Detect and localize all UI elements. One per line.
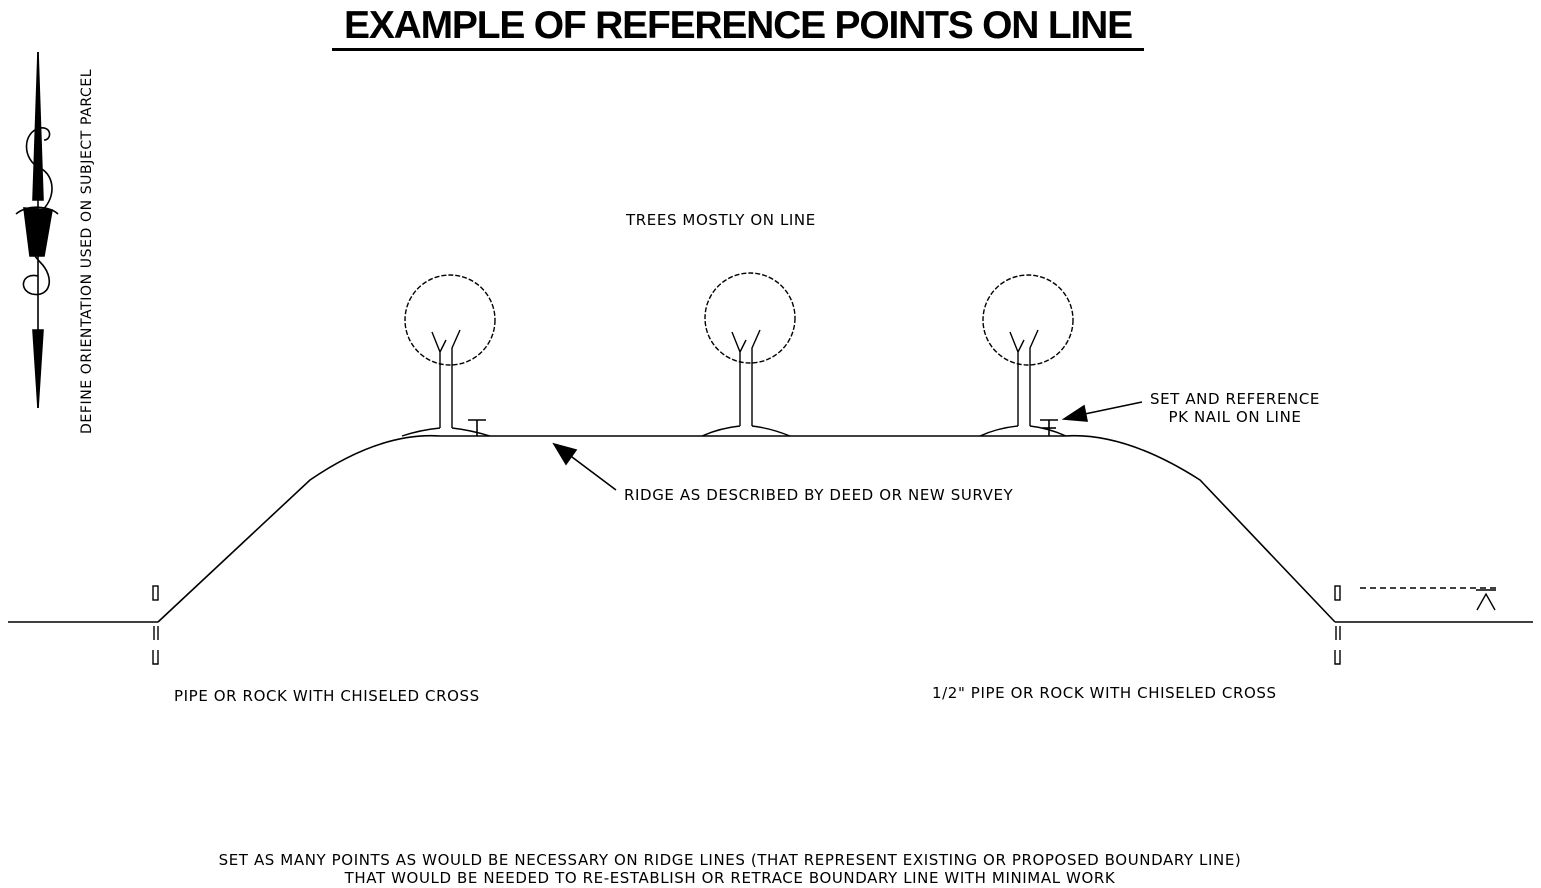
pk-nail-icon [1040,419,1058,436]
tree-icon [979,274,1074,437]
ridge-leader-arrow [552,442,617,491]
trees-label: TREES MOSTLY ON LINE [626,211,816,229]
pk-nail-icon [468,419,486,436]
pipe-monument-icon [1334,585,1341,665]
pk-nail-leader-arrow [1061,401,1143,422]
pipe-monument-icon [152,585,159,665]
pk-nail-label: SET AND REFERENCE PK NAIL ON LINE [1140,390,1330,426]
orientation-note: DEFINE ORIENTATION USED ON SUBJECT PARCE… [79,68,95,434]
right-monument-label: 1/2" PIPE OR ROCK WITH CHISELED CROSS [932,684,1277,702]
footer-line-1: SET AS MANY POINTS AS WOULD BE NECESSARY… [218,851,1242,869]
north-arrow-icon [15,51,59,409]
footer-note: SET AS MANY POINTS AS WOULD BE NECESSARY… [120,851,1340,887]
pk-nail-label-line2: PK NAIL ON LINE [1168,408,1302,426]
footer-line-2: THAT WOULD BE NEEDED TO RE-ESTABLISH OR … [344,869,1116,887]
elevation-marker-icon [1360,587,1496,611]
pk-nail-label-line1: SET AND REFERENCE [1149,390,1320,408]
ground-profile [8,434,1533,623]
tree-icon [401,274,496,437]
ridge-label: RIDGE AS DESCRIBED BY DEED OR NEW SURVEY [624,486,1014,504]
tree-icon [701,272,796,437]
page-title: EXAMPLE OF REFERENCE POINTS ON LINE [332,4,1144,51]
left-monument-label: PIPE OR ROCK WITH CHISELED CROSS [174,687,480,705]
